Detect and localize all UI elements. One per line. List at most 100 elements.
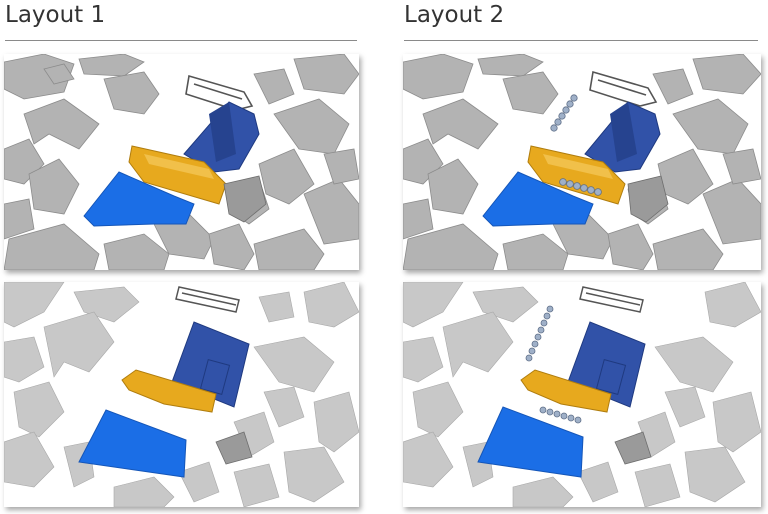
small-block — [574, 416, 582, 424]
context-building — [403, 223, 499, 270]
layout-2-title: Layout 2 — [404, 2, 505, 28]
grey-complex — [627, 175, 669, 223]
context-building — [502, 233, 569, 270]
context-building — [293, 54, 359, 95]
small-block — [537, 326, 545, 334]
frame-structure — [579, 286, 644, 313]
frame-structure-line — [585, 292, 641, 306]
small-block — [560, 412, 568, 420]
context-building — [258, 148, 315, 205]
context-footprint — [4, 431, 55, 488]
grey-complex — [223, 175, 267, 223]
frame-structure-outline — [185, 74, 254, 111]
context-footprint — [253, 336, 335, 393]
frame-structure-outline — [589, 70, 658, 107]
frame-structure-outline — [175, 286, 240, 313]
context-footprint — [403, 282, 464, 328]
small-block-row-lower — [539, 406, 582, 424]
context-building — [502, 71, 559, 115]
small-block — [566, 100, 574, 108]
blue-tower-inner-outline — [595, 359, 627, 395]
context-footprint — [233, 463, 280, 507]
frame-structure-outline — [579, 286, 644, 313]
context-footprint — [13, 381, 65, 438]
context-building — [427, 158, 479, 215]
small-block — [562, 106, 570, 114]
small-block — [573, 182, 581, 190]
grey-complex — [614, 431, 652, 465]
context-building — [4, 54, 75, 100]
context-building — [273, 98, 350, 155]
gold-block — [121, 369, 217, 413]
gold-block-top — [144, 154, 214, 179]
context-footprint — [654, 336, 734, 393]
small-block — [558, 112, 566, 120]
context-footprint — [4, 336, 45, 383]
context-building — [702, 178, 761, 245]
context-footprints — [4, 282, 359, 507]
context-building — [477, 54, 544, 77]
small-block — [594, 188, 602, 196]
frame-structure-line — [181, 292, 237, 306]
context-building — [28, 158, 80, 215]
context-building — [43, 63, 75, 85]
blue-tower-inner-outline — [199, 359, 231, 395]
small-block — [567, 414, 575, 422]
context-footprint — [313, 391, 359, 453]
context-footprint — [258, 291, 295, 323]
layout-2-plan-svg — [403, 282, 761, 507]
context-footprint — [664, 386, 706, 428]
small-block — [540, 319, 548, 327]
context-building — [103, 233, 170, 270]
layout-1-perspective-svg — [4, 54, 359, 270]
small-block — [580, 184, 588, 192]
context-building — [652, 228, 724, 270]
small-block — [543, 312, 551, 320]
context-footprint — [704, 282, 761, 328]
small-block-row-upper — [550, 94, 578, 132]
small-block — [534, 333, 542, 341]
frame-structure — [589, 70, 658, 107]
context-building — [303, 178, 359, 245]
frame-structure — [175, 286, 240, 313]
context-footprint — [113, 476, 175, 507]
blue-plaza — [482, 171, 594, 227]
blue-plaza — [83, 171, 195, 227]
blue-plaza — [78, 409, 187, 478]
context-building — [652, 68, 694, 105]
context-building — [208, 223, 255, 270]
context-footprint — [412, 381, 464, 438]
context-footprint — [43, 311, 115, 378]
context-footprint — [634, 463, 681, 507]
context-building — [403, 54, 474, 100]
blue-plaza — [477, 406, 584, 478]
small-block — [531, 340, 539, 348]
context-footprint — [403, 336, 444, 383]
context-footprint — [577, 461, 619, 503]
context-building — [103, 71, 160, 115]
layout-1-divider — [5, 40, 357, 41]
context-building — [23, 98, 100, 150]
small-block — [525, 354, 533, 362]
layout-2-perspective-svg — [403, 54, 761, 270]
frame-structure-line — [597, 79, 647, 96]
context-footprint — [712, 391, 761, 453]
context-buildings — [403, 54, 761, 270]
gold-block — [520, 369, 612, 413]
context-building — [422, 98, 499, 150]
small-block — [550, 124, 558, 132]
layout-2-plan-view — [403, 282, 761, 507]
layout-2-perspective-view — [403, 54, 761, 270]
small-block — [559, 178, 567, 186]
context-building — [253, 68, 295, 105]
layout-2-divider — [404, 40, 758, 41]
small-block — [566, 180, 574, 188]
small-block — [554, 118, 562, 126]
context-footprint — [178, 461, 220, 503]
context-building — [4, 223, 100, 270]
layout-1-title: Layout 1 — [5, 2, 106, 28]
context-footprint — [512, 476, 574, 507]
small-block — [528, 347, 536, 355]
frame-structure — [185, 74, 254, 111]
context-building — [4, 198, 35, 240]
